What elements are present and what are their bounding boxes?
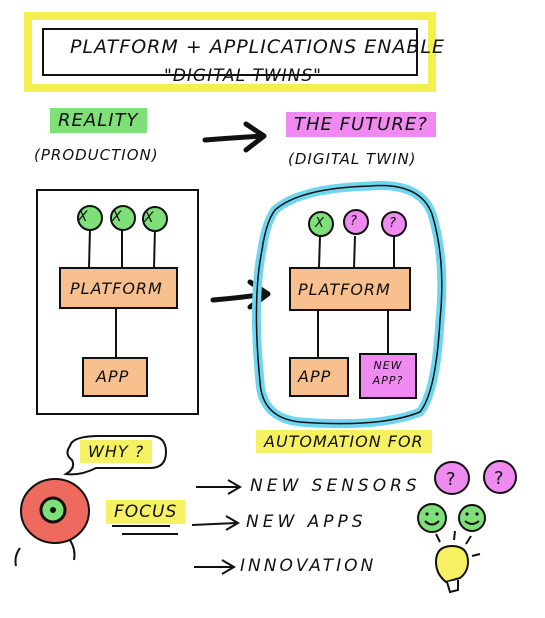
left-sensor-lines — [88, 227, 156, 358]
automation-highlight: AUTOMATION FOR — [256, 430, 432, 453]
sensor-ok-icon — [142, 206, 168, 232]
sensor-ok-icon — [308, 211, 334, 237]
left-platform-label: PLATFORM — [70, 279, 163, 298]
left-sensors — [77, 205, 168, 232]
sensor-unknown-icon — [343, 209, 369, 235]
right-platform-label: PLATFORM — [298, 280, 391, 299]
right-sensors — [308, 209, 407, 237]
list-item-new-apps: NEW APPS — [246, 512, 367, 532]
title-line-1: PLATFORM + APPLICATIONS ENABLE — [70, 36, 446, 58]
left-app-box — [82, 357, 148, 397]
new-app-label: NEW APP? — [372, 359, 404, 387]
focus-label: FOCUS — [106, 500, 186, 524]
reality-box — [36, 189, 199, 415]
why-label: WHY ? — [80, 440, 153, 463]
title-box: PLATFORM + APPLICATIONS ENABLE "DIGITAL … — [24, 12, 444, 92]
list-item-innovation: INNOVATION — [240, 556, 377, 576]
svg-text:?: ? — [446, 469, 456, 490]
reality-highlight: REALITY — [50, 108, 147, 133]
list-item-new-sensors: NEW SENSORS — [250, 476, 421, 496]
right-sensor-2: ? — [350, 214, 358, 229]
question-bubble-icon: ? — [434, 461, 470, 495]
title-frame: PLATFORM + APPLICATIONS ENABLE "DIGITAL … — [42, 28, 444, 86]
left-app-label: APP — [96, 367, 130, 386]
why-speech-bubble — [63, 435, 168, 476]
future-label: THE FUTURE? — [286, 112, 436, 137]
new-app-box — [359, 353, 417, 399]
person-focus-icon — [14, 478, 90, 567]
digital-twin-sublabel: (DIGITAL TWIN) — [288, 150, 417, 168]
left-platform-box — [59, 267, 178, 309]
question-bubble-icon: ? — [483, 460, 517, 494]
future-highlight: THE FUTURE? — [286, 112, 436, 137]
right-sensor-lines — [317, 235, 395, 358]
list-arrows — [191, 479, 242, 575]
right-platform-box — [289, 267, 411, 311]
focus-highlight: FOCUS — [106, 500, 186, 524]
right-sensor-3: ? — [389, 216, 397, 231]
smiley-icon — [458, 504, 486, 532]
arrow-right-icon — [202, 121, 267, 153]
left-sensor-1: X — [78, 209, 89, 225]
sensor-unknown-icon — [381, 211, 407, 237]
lightbulb-icon — [434, 530, 481, 594]
right-sensor-1: X — [315, 216, 325, 231]
why-highlight: WHY ? — [80, 440, 153, 463]
sensor-ok-icon — [110, 205, 136, 231]
left-sensor-2: X — [112, 209, 123, 225]
automation-for-label: AUTOMATION FOR — [256, 430, 432, 453]
focus-underlines — [112, 525, 178, 535]
digital-twin-outline-ink — [255, 184, 443, 425]
right-app-label: APP — [298, 367, 332, 386]
right-app-box — [289, 357, 349, 397]
reality-label: REALITY — [50, 108, 147, 133]
title-line-2: "DIGITAL TWINS" — [164, 66, 322, 86]
production-sublabel: (PRODUCTION) — [34, 146, 159, 164]
left-sensor-3: X — [144, 210, 155, 226]
sensor-ok-icon — [77, 205, 103, 231]
svg-text:?: ? — [494, 468, 504, 489]
smiley-icon — [417, 503, 447, 533]
